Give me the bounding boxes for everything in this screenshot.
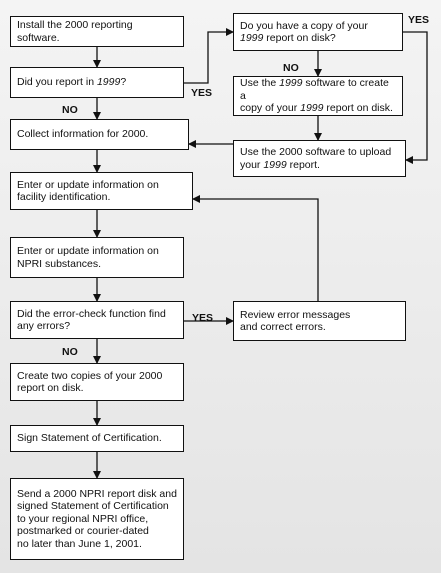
node-npri-substances: Enter or update information on NPRI subs… [10, 237, 184, 278]
text-segment: software to create a copy of your [240, 77, 389, 115]
text-segment: Did the error-check function find any er… [17, 307, 166, 333]
label-yes-copy-on-disk: YES [408, 14, 430, 26]
label-yes-errors: YES [192, 312, 214, 324]
text-segment: Enter or update information on facility … [17, 178, 159, 204]
node-copy-on-disk: Do you have a copy of your 1999 report o… [233, 13, 403, 51]
node-send-report-text: Send a 2000 NPRI report disk and signed … [17, 488, 177, 551]
text-segment: report on disk? [263, 32, 336, 44]
node-create-1999-copy-text: Use the 1999 software to create a copy o… [240, 77, 396, 115]
text-segment: Create two copies of your 2000 report on… [17, 369, 163, 395]
text-segment: Use the 2000 software to upload your [240, 146, 392, 171]
arrow-report1999-yes-to-copydisk [184, 28, 234, 84]
label-no-errors: NO [62, 346, 78, 358]
node-error-check: Did the error-check function find any er… [10, 301, 184, 339]
node-create-copies-2000-text: Create two copies of your 2000 report on… [17, 370, 162, 395]
node-review-errors: Review error messages and correct errors… [233, 301, 406, 341]
text-segment: 1999 [240, 32, 264, 44]
text-segment: Collect information for 2000. [17, 128, 149, 141]
text-segment: Sign Statement of Certification. [17, 432, 162, 445]
node-review-errors-text: Review error messages and correct errors… [240, 309, 350, 334]
node-upload-1999-report-text: Use the 2000 software to upload your 199… [240, 146, 391, 171]
node-install-software-text: Install the 2000 reporting software. [17, 19, 177, 44]
node-upload-1999-report: Use the 2000 software to upload your 199… [233, 140, 406, 177]
arrow-review-to-facility [192, 195, 319, 301]
node-install-software: Install the 2000 reporting software. [10, 16, 184, 47]
text-segment: Did you report in [17, 76, 97, 89]
node-create-copies-2000: Create two copies of your 2000 report on… [10, 363, 184, 401]
label-no-copy-on-disk: NO [283, 62, 299, 74]
text-segment: report. [286, 158, 320, 171]
text-segment: report on disk. [323, 102, 393, 115]
text-segment: 1999 [279, 77, 303, 90]
label-no-reported-1999: NO [62, 104, 78, 116]
node-create-1999-copy: Use the 1999 software to create a copy o… [233, 76, 403, 116]
node-facility-identification-text: Enter or update information on facility … [17, 179, 159, 204]
node-facility-identification: Enter or update information on facility … [10, 172, 193, 210]
text-segment: Review error messages and correct errors… [240, 308, 351, 334]
node-collect-information: Collect information for 2000. [10, 119, 189, 150]
arrow-copydisk-yes-to-upload [403, 31, 428, 164]
text-segment: 1999 [300, 102, 324, 115]
text-segment: Send a 2000 NPRI report disk and signed … [17, 487, 177, 550]
node-npri-substances-text: Enter or update information on NPRI subs… [17, 245, 159, 270]
text-segment: Enter or update information on NPRI subs… [17, 245, 159, 270]
node-send-report: Send a 2000 NPRI report disk and signed … [10, 478, 184, 560]
text-segment: 1999 [96, 76, 121, 89]
node-did-you-report-1999: Did you report in 1999? [10, 67, 184, 98]
node-sign-certification-text: Sign Statement of Certification. [17, 432, 162, 445]
text-segment: 1999 [263, 158, 287, 171]
node-collect-information-text: Collect information for 2000. [17, 128, 148, 141]
text-segment: Install the 2000 reporting software. [17, 19, 133, 44]
node-did-you-report-1999-text: Did you report in 1999? [17, 76, 126, 89]
label-yes-reported-1999: YES [191, 87, 213, 99]
node-error-check-text: Did the error-check function find any er… [17, 308, 166, 333]
node-copy-on-disk-text: Do you have a copy of your 1999 report o… [240, 20, 368, 45]
node-sign-certification: Sign Statement of Certification. [10, 425, 184, 452]
text-segment: Do you have a copy of your [240, 19, 368, 32]
text-segment: ? [120, 76, 127, 89]
text-segment: Use the [240, 77, 280, 90]
